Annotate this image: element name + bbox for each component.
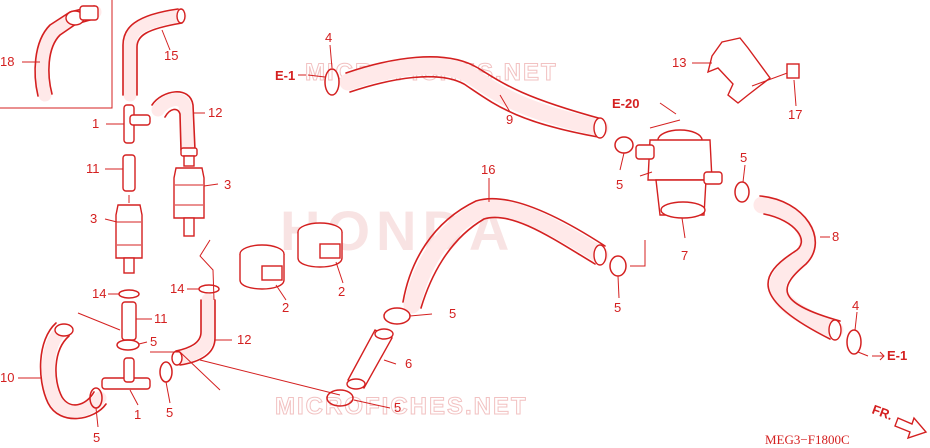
band-2-right (297, 222, 343, 268)
leader-lines (18, 29, 869, 428)
callout-5-joint-bottom: 5 (394, 400, 401, 415)
hose-10 (39, 322, 107, 420)
callout-5-tube: 5 (150, 334, 157, 349)
callout-2-left: 2 (282, 300, 289, 315)
callout-5-hose-12: 5 (166, 405, 173, 420)
fuel-filter-left (115, 195, 143, 274)
t-joint-upper (123, 104, 151, 144)
bracket-13 (706, 37, 771, 104)
band-2-left (239, 244, 285, 290)
callout-1-lower: 1 (134, 407, 141, 422)
clip-5-joint-bottom (326, 389, 354, 407)
bolt-17 (751, 63, 800, 87)
callout-11-lower: 11 (154, 311, 168, 326)
hose-12-upper (151, 91, 198, 157)
callout-4-upper: 4 (325, 30, 332, 45)
ref-e1-upper: E-1 (275, 68, 295, 83)
callout-14-right: 14 (170, 281, 184, 296)
hose-18 (34, 5, 102, 102)
callout-6: 6 (405, 356, 412, 371)
callout-8: 8 (832, 229, 839, 244)
hose-12-lower (171, 293, 216, 366)
clip-14-right (198, 284, 220, 294)
hose-9 (339, 56, 609, 139)
callout-5-hose-16: 5 (614, 300, 621, 315)
hose-15 (122, 8, 187, 102)
callout-17: 17 (788, 107, 802, 122)
clip-5-valve-right (734, 181, 750, 203)
clip-5-joint-top (383, 307, 411, 325)
tube-11-upper (122, 154, 136, 192)
ref-e1-lower-arrow (872, 351, 885, 361)
clip-5-hose-12 (159, 361, 173, 383)
callout-5-lower-left: 5 (93, 430, 100, 445)
clip-14-left (118, 289, 140, 299)
callout-4-lower: 4 (852, 298, 859, 313)
hose-8 (753, 195, 844, 341)
clip-5-valve-left (614, 136, 634, 154)
front-arrow: FR. (870, 402, 928, 440)
callout-18: 18 (0, 54, 14, 69)
callout-13: 13 (672, 55, 686, 70)
callout-5-joint-top: 5 (449, 306, 456, 321)
front-label: FR. (870, 402, 895, 423)
joint-6 (346, 328, 394, 390)
watermark-site-bottom: MICROFICHES.NET (275, 393, 528, 420)
callout-14-left: 14 (92, 286, 106, 301)
ref-e20: E-20 (612, 96, 639, 111)
diagram-code: MEG3−F1800C (765, 432, 850, 447)
hose-16 (402, 197, 609, 314)
clip-4-upper (324, 68, 340, 96)
callout-3-right: 3 (224, 177, 231, 192)
air-injection-valve-7 (635, 119, 723, 219)
callout-1-upper: 1 (92, 116, 99, 131)
inset-box (0, 0, 113, 109)
t-joint-lower (101, 357, 151, 390)
callout-12-lower: 12 (237, 332, 251, 347)
callout-9: 9 (506, 112, 513, 127)
clip-4-lower (846, 329, 862, 355)
callout-7: 7 (681, 248, 688, 263)
tube-11-lower (121, 301, 137, 341)
ref-e1-lower: E-1 (887, 348, 907, 363)
callout-11-upper: 11 (86, 161, 100, 176)
callout-16: 16 (481, 162, 495, 177)
clip-5-hose-16 (609, 255, 627, 277)
callout-2-right: 2 (338, 284, 345, 299)
callout-5-valve-left: 5 (616, 177, 623, 192)
callout-10: 10 (0, 370, 14, 385)
callout-12-upper: 12 (208, 105, 222, 120)
fuel-filter-right (173, 155, 205, 237)
callout-5-valve-right: 5 (740, 150, 747, 165)
clip-5-tube (116, 339, 140, 351)
callout-15: 15 (164, 48, 178, 63)
callout-3-left: 3 (90, 211, 97, 226)
